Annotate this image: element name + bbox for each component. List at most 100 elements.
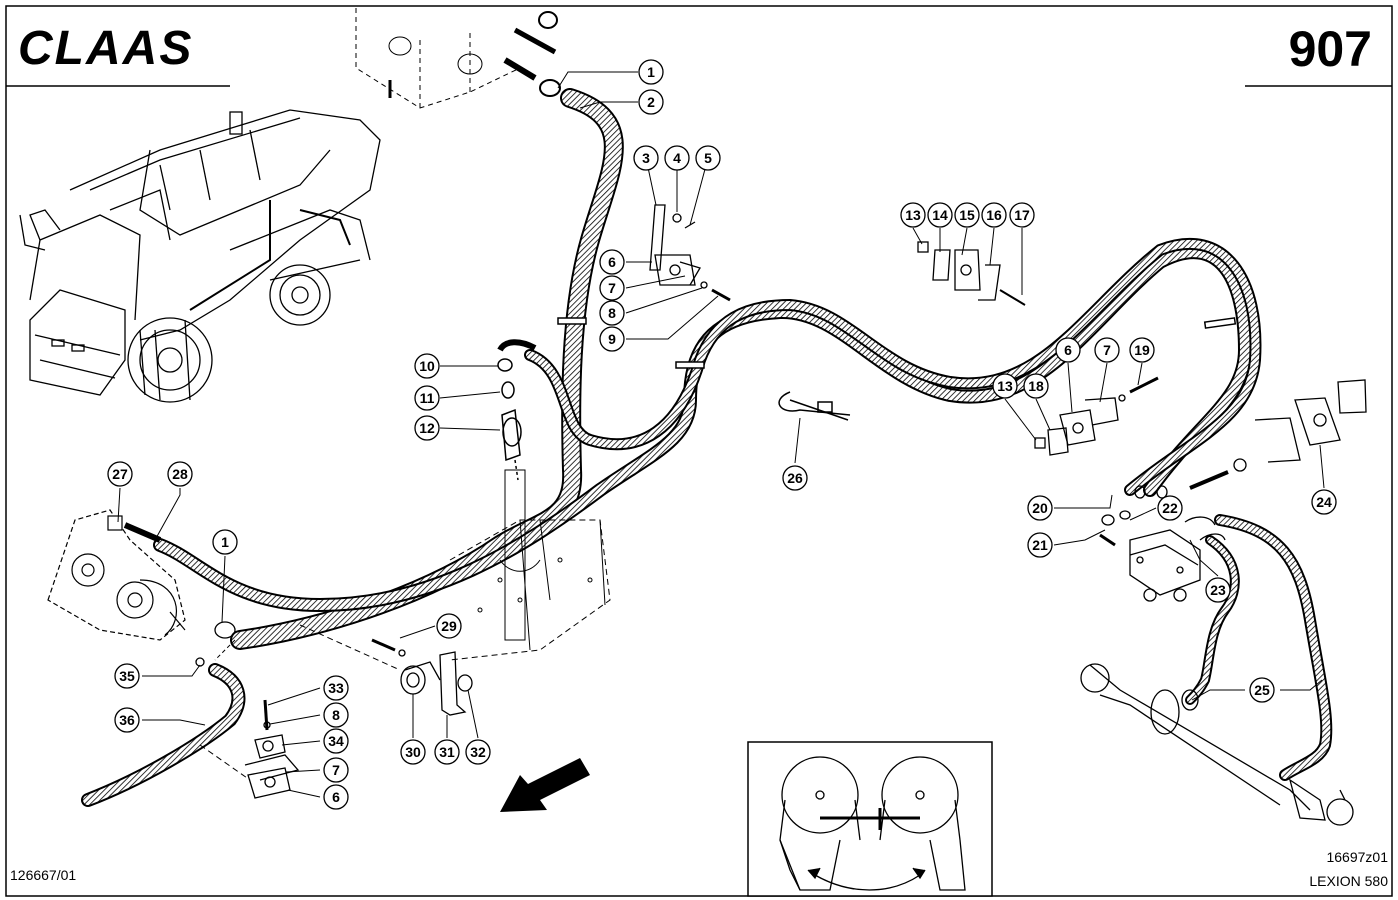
callout-label: 9 [608, 331, 616, 347]
callout-label: 10 [419, 358, 435, 374]
page-frame [5, 5, 1393, 897]
hydraulic-pump [47, 509, 186, 641]
callout-16 [981, 202, 1007, 228]
callout-label: 33 [328, 680, 344, 696]
callout-11 [414, 385, 440, 411]
callout-label: 27 [112, 466, 128, 482]
callout-21 [1027, 532, 1053, 558]
model-name: LEXION 580 [1309, 873, 1388, 889]
callout-8-lower [323, 702, 349, 728]
callouts [107, 59, 1337, 810]
callout-30 [400, 739, 426, 765]
callout-6 [599, 249, 625, 275]
callout-20 [1027, 495, 1053, 521]
hose-break-marks [557, 317, 1237, 369]
footer-reference: 126667/01 [10, 867, 76, 883]
callout-18 [1023, 373, 1049, 399]
callout-label: 34 [328, 733, 344, 749]
callout-leaders [117, 71, 1325, 798]
clamp-group-top [649, 204, 731, 302]
callout-label: 6 [1064, 342, 1072, 358]
callout-label: 13 [997, 378, 1013, 394]
callout-label: 6 [332, 789, 340, 805]
drawing-id: 16697z01 [1326, 849, 1388, 865]
callout-3 [633, 145, 659, 171]
callout-label: 7 [332, 762, 340, 778]
callout-label: 14 [932, 207, 948, 223]
callout-6-lower [323, 784, 349, 810]
mounting-bracket-center [449, 469, 611, 661]
brand-logo-text: CLAAS [18, 22, 193, 75]
callout-7-lower [323, 757, 349, 783]
callout-10 [414, 353, 440, 379]
callout-label: 26 [787, 470, 803, 486]
callout-label: 8 [608, 305, 616, 321]
callout-label: 29 [441, 618, 457, 634]
callout-label: 19 [1134, 342, 1150, 358]
inset-detail [747, 741, 993, 897]
callout-label: 3 [642, 150, 650, 166]
clamp-24 [1189, 379, 1367, 490]
callout-label: 8 [332, 707, 340, 723]
callout-label: 35 [119, 668, 135, 684]
callout-6-right [1055, 337, 1081, 363]
callout-label: 17 [1014, 207, 1030, 223]
callout-label: 4 [673, 150, 681, 166]
bracket-29-32 [371, 638, 473, 716]
valve-block [1099, 485, 1226, 602]
callout-29 [436, 613, 462, 639]
callout-36 [114, 707, 140, 733]
callout-2 [638, 89, 664, 115]
callout-label: 21 [1032, 537, 1048, 553]
callout-8 [599, 300, 625, 326]
callout-5 [695, 145, 721, 171]
callout-9 [599, 326, 625, 352]
callout-label: 7 [608, 280, 616, 296]
hydraulic-hoses [81, 88, 1333, 807]
callout-27 [107, 461, 133, 487]
callout-4 [664, 145, 690, 171]
callout-1 [638, 59, 664, 85]
callout-labels: 1 2 3 4 5 6 7 8 9 10 11 12 13 14 15 16 1… [112, 64, 1332, 805]
page-number-box: 907 [1245, 21, 1392, 87]
callout-label: 15 [959, 207, 975, 223]
callout-14 [927, 202, 953, 228]
callout-33 [323, 675, 349, 701]
brand-header: CLAAS [6, 22, 230, 87]
callout-12 [414, 415, 440, 441]
fittings-10-11-12 [497, 339, 537, 481]
callout-7 [599, 275, 625, 301]
callout-label: 20 [1032, 500, 1048, 516]
callout-22 [1157, 495, 1183, 521]
tank-sketch [355, 8, 561, 109]
callout-15 [954, 202, 980, 228]
callout-label: 6 [608, 254, 616, 270]
callout-label: 2 [647, 94, 655, 110]
callout-24 [1311, 489, 1337, 515]
callout-label: 16 [986, 207, 1002, 223]
callout-label: 18 [1028, 378, 1044, 394]
callout-label: 32 [470, 744, 486, 760]
callout-13-right [992, 373, 1018, 399]
callout-label: 13 [905, 207, 921, 223]
callout-label: 25 [1254, 682, 1270, 698]
callout-7-right [1094, 337, 1120, 363]
callout-13 [900, 202, 926, 228]
callout-label: 12 [419, 420, 435, 436]
callout-34 [323, 728, 349, 754]
callout-label: 1 [221, 534, 229, 550]
callout-26 [782, 465, 808, 491]
page-number: 907 [1289, 21, 1372, 77]
cable-tie-26 [778, 391, 851, 421]
callout-25 [1249, 677, 1275, 703]
callout-17 [1009, 202, 1035, 228]
callout-32 [465, 739, 491, 765]
clamp-group-right [1034, 376, 1159, 456]
direction-arrow [500, 758, 590, 812]
callout-35 [114, 663, 140, 689]
combine-harvester-illustration [19, 109, 381, 403]
callout-label: 22 [1162, 500, 1178, 516]
callout-31 [434, 739, 460, 765]
callout-label: 36 [119, 712, 135, 728]
